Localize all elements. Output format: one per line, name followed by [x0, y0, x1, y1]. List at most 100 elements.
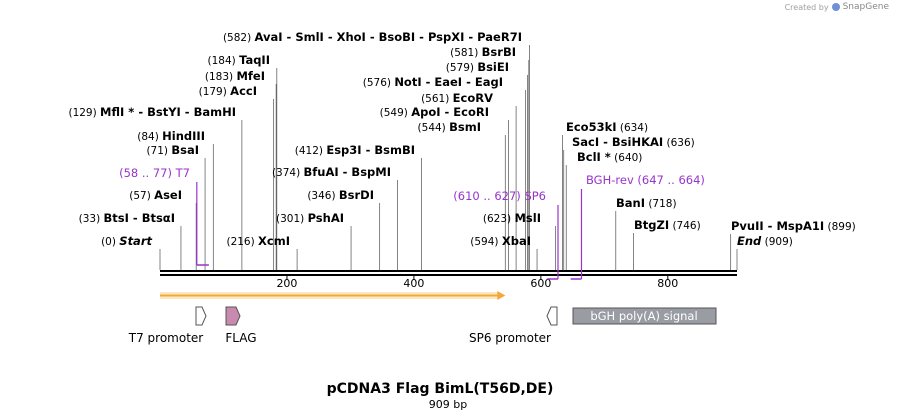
- site-label-btgzi: BtgZI (746): [634, 218, 701, 232]
- map-title: pCDNA3 Flag BimL(T56D,DE): [327, 381, 554, 397]
- site-label-text: (71) BsaI: [146, 143, 199, 157]
- site-position: (374): [272, 167, 304, 179]
- site-position: (718): [645, 198, 677, 210]
- site-name: BtgZI: [634, 218, 669, 232]
- site-name: BtsI - BtsαI: [104, 211, 175, 225]
- primers: (58 .. 77) T7 (610 .. 627) SP6 BGH-rev (64…: [119, 166, 705, 280]
- site-label-text: (184) TaqII: [208, 53, 271, 67]
- site-leader-lines: [159, 45, 738, 270]
- site-position: (579): [446, 62, 478, 74]
- site-name: MfeI: [236, 69, 265, 83]
- site-label-text: (594) XbaI: [470, 234, 531, 248]
- site-name: Eco53kI: [566, 120, 617, 134]
- primer-label: (610 .. 627) SP6: [453, 189, 546, 203]
- site-label-start: (0) Start: [101, 234, 152, 248]
- site-position: (346): [307, 190, 339, 202]
- site-name: BclI *: [577, 150, 611, 164]
- site-label-saci: SacI - BsiHKAI (636): [572, 135, 695, 149]
- site-label-bani: BanI (718): [616, 196, 677, 210]
- site-name: PvuII - MspA1I: [731, 219, 824, 233]
- site-position: (746): [669, 220, 701, 232]
- feature-label: bGH poly(A) signal: [590, 309, 697, 323]
- site-position: (623): [483, 213, 515, 225]
- site-name: End: [737, 234, 762, 248]
- site-label-apoi: (549) ApoI - EcoRI: [380, 105, 489, 119]
- site-name: SacI - BsiHKAI: [572, 135, 663, 149]
- site-position: (636): [663, 137, 695, 149]
- site-position: (183): [205, 71, 237, 83]
- site-label-pvuii: PvuII - MspA1I (899): [731, 219, 856, 233]
- site-label-xbai: (594) XbaI: [470, 234, 531, 248]
- site-label-avai: (582) AvaI - SmlI - XhoI - BsoBI - PspXI…: [223, 30, 522, 44]
- site-label-taqii: (184) TaqII: [208, 53, 271, 67]
- site-name: PshAI: [308, 211, 344, 225]
- site-label-hindiii: (84) HindIII: [137, 129, 205, 143]
- site-label-end: End (909): [737, 234, 793, 248]
- feature-bgh: bGH poly(A) signal: [572, 307, 717, 325]
- primer-t7: (58 .. 77) T7: [119, 166, 209, 266]
- site-position: (301): [276, 213, 308, 225]
- site-position: (582): [223, 32, 255, 44]
- snapgene-logo-icon: [831, 3, 840, 11]
- site-name: XbaI: [502, 234, 531, 248]
- site-position: (634): [617, 122, 649, 134]
- site-label-msli: (623) MslI: [483, 211, 541, 225]
- site-labels: (0) Start (33) BtsI - BtsαI (57) AseI (71) …: [68, 30, 855, 248]
- site-label-pshai: (301) PshAI: [276, 211, 344, 225]
- site-position: (899): [824, 221, 856, 233]
- feature-sp6: SP6 promoter: [469, 306, 558, 345]
- site-label-text: End (909): [737, 234, 793, 248]
- site-position: (544): [418, 122, 450, 134]
- site-label-text: (57) AseI: [129, 188, 182, 202]
- site-label-bsrbi: (581) BsrBI: [450, 45, 516, 59]
- site-label-text: (549) ApoI - EcoRI: [380, 105, 489, 119]
- sequence-length: 909 bp: [429, 398, 467, 411]
- scale-tick-label: 400: [403, 277, 424, 290]
- site-label-bsiei: (579) BsiEI: [446, 60, 509, 74]
- site-position: (33): [79, 213, 104, 225]
- site-label-bsrdi: (346) BsrDI: [307, 188, 374, 202]
- site-label-text: (346) BsrDI: [307, 188, 374, 202]
- feature-arrow: [546, 306, 558, 326]
- feature-t7: T7 promoter: [128, 306, 207, 345]
- site-label-text: (581) BsrBI: [450, 45, 516, 59]
- site-position: (640): [611, 152, 643, 164]
- scale-tick-label: 600: [530, 277, 551, 290]
- site-label-text: Eco53kI (634): [566, 120, 648, 134]
- site-label-esp3i: (412) Esp3I - BsmBI: [295, 143, 415, 157]
- site-label-text: (0) Start: [101, 234, 152, 248]
- site-name: NotI - EaeI - EagI: [394, 75, 503, 89]
- feature-flag: FLAG: [225, 306, 257, 345]
- orf-arrow-head: [497, 291, 506, 300]
- site-position: (129): [68, 107, 100, 119]
- primer-name: BGH-rev: [586, 173, 637, 187]
- site-label-text: (216) XcmI: [226, 234, 290, 248]
- primer-range: (647 .. 664): [637, 173, 705, 187]
- site-name: Esp3I - BsmBI: [326, 143, 415, 157]
- site-name: BsaI: [171, 143, 199, 157]
- site-name: TaqII: [239, 53, 270, 67]
- primer-bgh-rev: BGH-rev (647 .. 664): [570, 173, 705, 280]
- site-name: EcoRV: [453, 91, 493, 105]
- site-label-text: BanI (718): [616, 196, 677, 210]
- site-position: (0): [101, 236, 119, 248]
- site-label-text: (374) BfuAI - BspMI: [272, 165, 391, 179]
- site-position: (216): [226, 236, 258, 248]
- site-position: (184): [208, 55, 240, 67]
- credit-brand: SnapGene: [842, 2, 889, 12]
- site-position: (909): [761, 236, 793, 248]
- site-label-text: (623) MslI: [483, 211, 541, 225]
- site-label-bfuai: (374) BfuAI - BspMI: [272, 165, 391, 179]
- site-label-text: (179) AccI: [199, 84, 257, 98]
- primer-name: T7: [175, 166, 190, 180]
- site-label-btsi: (33) BtsI - BtsαI: [79, 211, 175, 225]
- site-label-bsmi: (544) BsmI: [418, 120, 481, 134]
- primer-label: (58 .. 77) T7: [119, 166, 190, 180]
- primer-sp6: (610 .. 627) SP6: [453, 189, 559, 280]
- primer-range: (58 .. 77): [119, 166, 176, 180]
- site-label-text: SacI - BsiHKAI (636): [572, 135, 695, 149]
- site-position: (179): [199, 86, 231, 98]
- site-position: (71): [146, 145, 171, 157]
- site-label-text: (576) NotI - EaeI - EagI: [363, 75, 503, 89]
